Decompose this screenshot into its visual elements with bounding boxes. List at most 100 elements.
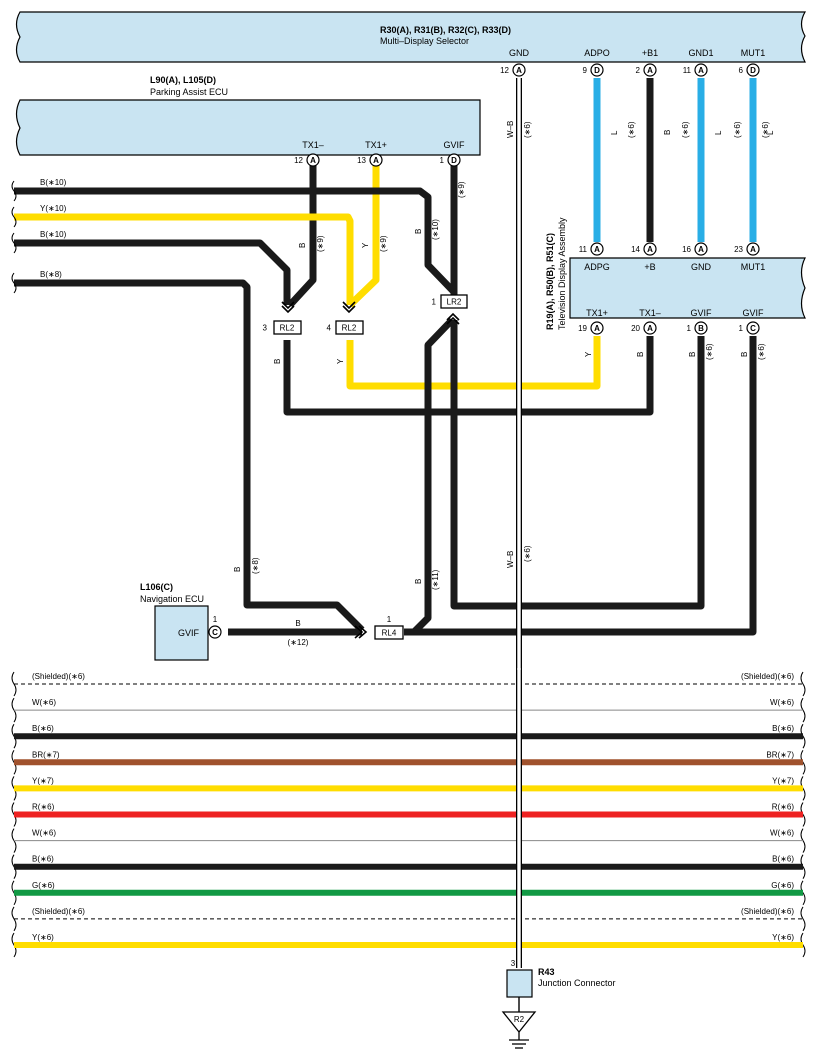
tv-pin-gnd-num: 16 (682, 245, 691, 254)
harness-break-mark (800, 671, 806, 697)
harness-label: W(∗6) (32, 698, 56, 707)
mds-pin-adpo-num: 9 (583, 66, 588, 75)
tv-pin-tx1minus-conn: A (647, 324, 653, 333)
rl2b-name: RL2 (342, 324, 357, 333)
pa-pin-gvif-num: 1 (440, 156, 445, 165)
wire-rl2-tv-tx1minus (283, 336, 654, 416)
pa-pin-tx1minus-conn: A (310, 156, 316, 165)
pa-pin-gvif-conn: D (451, 156, 457, 165)
lbl-left-b8: B(∗8) (40, 270, 62, 279)
harness-label: G(∗6) (771, 881, 794, 890)
pa-pin-gvif-label: GVIF (443, 140, 465, 150)
harness-label: Y(∗7) (772, 776, 794, 785)
connector-arrows (281, 301, 460, 639)
lbl-adpo-wire: L (610, 130, 619, 135)
wire-tx1minus-rl2 (287, 165, 317, 308)
lbl-mut1-note: (∗6) (761, 121, 770, 138)
lbl-b8-n8: (∗8) (251, 557, 260, 574)
harness-label: B(∗6) (772, 724, 794, 733)
lbl-left-y10: Y(∗10) (40, 204, 67, 213)
harness-label: BR(∗7) (32, 750, 60, 759)
nav-pin: C 1 (208, 615, 222, 639)
rl4-name: RL4 (382, 629, 397, 638)
inline-connectors: RL2 3 RL2 4 LR2 1 RL4 1 (263, 294, 468, 640)
lbl-tx1minus-b: B (298, 243, 307, 248)
wire-left-b10b (14, 239, 291, 305)
tv-pin-adpg-conn: A (594, 245, 600, 254)
tv-pin-gvif-c-conn: C (750, 324, 756, 333)
mds-gnd-num: 12 (500, 66, 509, 75)
lbl-tx1plus-y: Y (361, 242, 370, 248)
mds-pin-gnd1-conn: A (698, 66, 704, 75)
pa-pin-tx1minus-label: TX1– (302, 140, 324, 150)
wire-lr2-rl4 (411, 317, 455, 635)
harness-label: B(∗6) (32, 724, 54, 733)
lbl-b10a-n10: (∗10) (431, 219, 440, 240)
lbl-gnd-wire-mid: W–B (506, 551, 515, 568)
lbl-b1-wire: B (663, 130, 672, 135)
rl4-pin: 1 (387, 615, 392, 624)
lbl-tv-tx1plus-y: Y (584, 351, 593, 357)
lbl-nav-b: B (295, 619, 300, 628)
lbl-lr2-rl4-n11: (∗11) (431, 569, 440, 590)
lbl-gnd-wire-top: W–B (506, 121, 515, 138)
harness-label: (Shielded)(∗6) (741, 907, 794, 916)
lbl-b8-b: B (233, 567, 242, 572)
harness-label: G(∗6) (32, 881, 55, 890)
nav-pin-label: GVIF (178, 628, 200, 638)
harness-label: R(∗6) (772, 803, 795, 812)
harness-label: Y(∗6) (32, 933, 54, 942)
rl2a-pin: 3 (263, 324, 268, 333)
harness-label: B(∗6) (772, 855, 794, 864)
lbl-tv-gvifc-b: B (740, 352, 749, 357)
tv-pin-mut1-num: 23 (734, 245, 743, 254)
tv-pin-tx1minus-num: 20 (631, 324, 640, 333)
nav-subtitle: Navigation ECU (140, 594, 204, 604)
tv-pin-tx1plus-conn: A (594, 324, 600, 333)
lbl-gnd-note-mid: (∗6) (523, 545, 532, 562)
wire-lr2-tv-gvif-b (450, 320, 705, 610)
lr2-name: LR2 (447, 298, 462, 307)
junction-title: R43 (538, 967, 555, 977)
wire-labels: L (∗6) B (∗6) L (∗6) L (∗6) W–B (∗6) W–B… (40, 121, 775, 647)
harness-label: B(∗6) (32, 855, 54, 864)
tv-pin-gvif-b-label: GVIF (690, 308, 712, 318)
pa-pin-tx1plus-label: TX1+ (365, 140, 387, 150)
harness-label: R(∗6) (32, 803, 55, 812)
harness-label: BR(∗7) (766, 750, 794, 759)
mds-pin-mut1-conn: D (750, 66, 756, 75)
multi-display-selector: R30(A), R31(B), R32(C), R33(D) Multi–Dis… (15, 11, 807, 63)
mds-gnd-conn: A (516, 66, 522, 75)
pa-subtitle: Parking Assist ECU (150, 87, 228, 97)
harness-label: (Shielded)(∗6) (741, 672, 794, 681)
wire-left-b10a (14, 187, 457, 295)
tv-pin-adpg-num: 11 (579, 245, 588, 254)
lbl-b10a-b: B (414, 229, 423, 234)
navigation-ecu: L106(C) Navigation ECU GVIF (140, 582, 209, 661)
lbl-gnd1-wire: L (714, 130, 723, 135)
lbl-left-b10b: B(∗10) (40, 230, 67, 239)
tv-pin-tx1plus-label: TX1+ (586, 308, 608, 318)
mds-pin-b1-num: 2 (636, 66, 641, 75)
pa-pin-tx1plus-conn: A (373, 156, 379, 165)
tv-title: R19(A), R50(B), R51(C) (545, 233, 555, 330)
rl2b-pin: 4 (327, 324, 332, 333)
harness-label: Y(∗6) (772, 933, 794, 942)
pa-pin-tx1plus-num: 13 (357, 156, 366, 165)
lbl-b1-note: (∗6) (681, 121, 690, 138)
tv-pin-gvif-b-num: 1 (687, 324, 692, 333)
lbl-tv-gvifb-n6: (∗6) (705, 343, 714, 360)
junction-pin: 3 (511, 959, 516, 968)
nav-title: L106(C) (140, 582, 173, 592)
lbl-lr2-rl4-b: B (414, 579, 423, 584)
tv-top-pins: A 11 ADPG A 14 +B A 16 GND A 23 MUT1 (579, 242, 765, 272)
lr2-pin: 1 (432, 298, 437, 307)
mds-pin-adpo-label: ADPO (584, 48, 610, 58)
mds-pin-mut1-num: 6 (739, 66, 744, 75)
harness-label: W(∗6) (770, 698, 794, 707)
tv-bottom-pins: TX1+ A 19 TX1– A 20 GVIF B 1 GVIF C 1 (578, 308, 764, 335)
lbl-mut1-wire: L (766, 130, 775, 135)
harness-label: W(∗6) (32, 829, 56, 838)
tv-pin-plusb-label: +B (644, 262, 655, 272)
